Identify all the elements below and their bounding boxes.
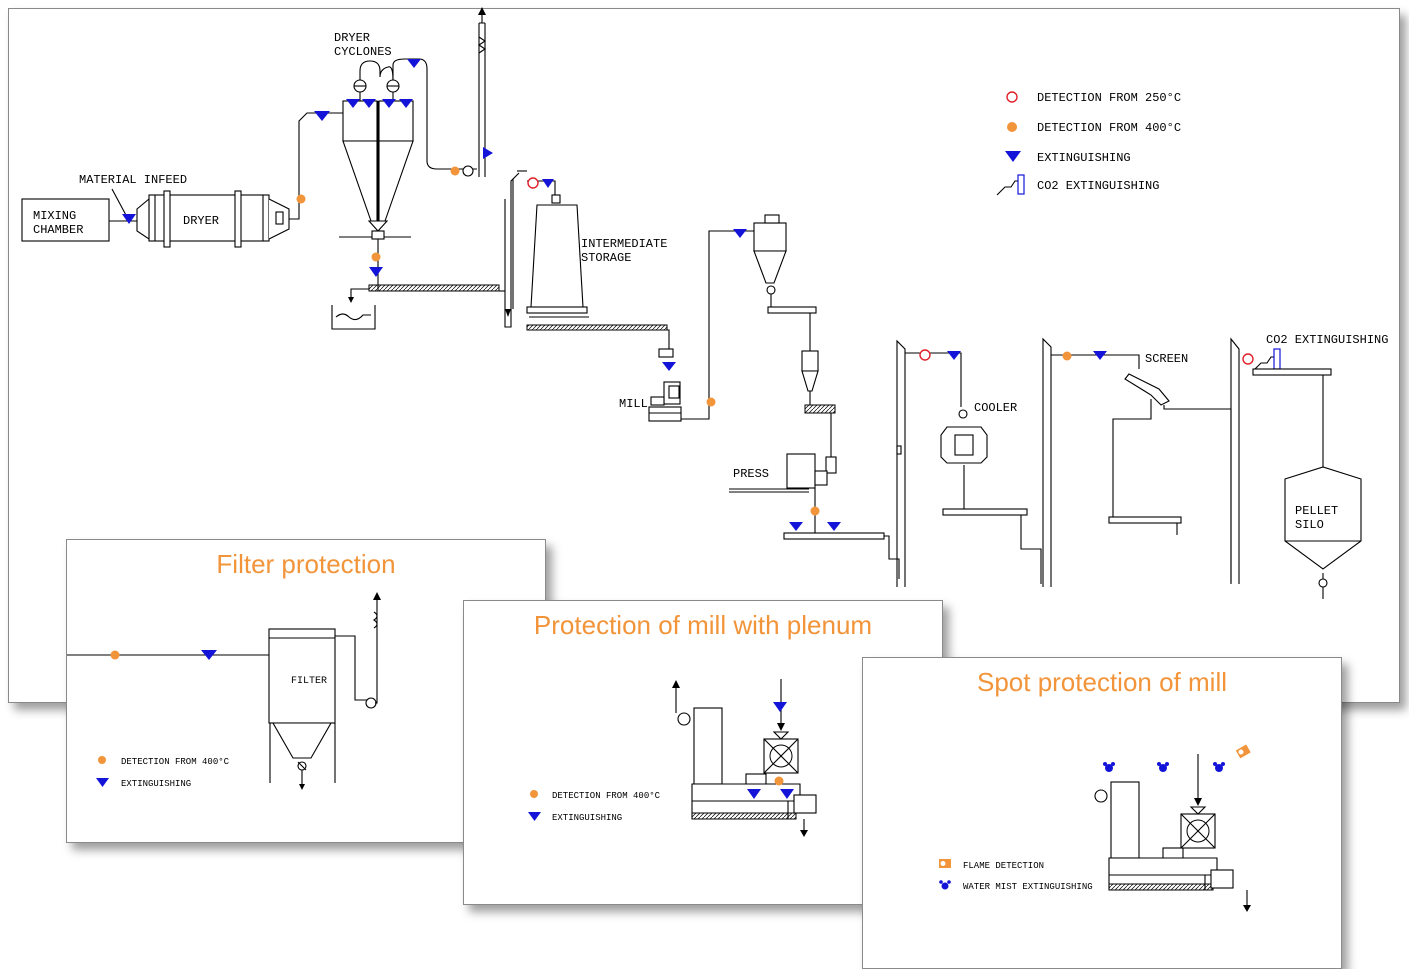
co2-extinguishing-label: CO2 EXTINGUISHING: [1266, 333, 1388, 347]
material-infeed-leader: [111, 188, 128, 218]
mill-label: MILL: [619, 397, 648, 411]
filter-label: FILTER: [291, 676, 327, 687]
dryer-label: DRYER: [183, 214, 219, 228]
detection-400-icon: [1007, 122, 1017, 132]
bucket-elevator-2: [896, 339, 906, 587]
dryer-cyclones-label: DRYER: [334, 31, 370, 45]
detection-250-icon: [1006, 91, 1018, 103]
material-infeed-label: MATERIAL INFEED: [79, 173, 187, 187]
legend-flame-detection: FLAME DETECTION: [963, 861, 1044, 871]
water-mist-nozzles: [1103, 762, 1225, 772]
extinguishing-symbol: [201, 650, 217, 660]
mill-plenum-title: Protection of mill with plenum: [533, 610, 873, 640]
screen-unit: [1124, 373, 1170, 406]
dryer-cyclones-label-2: CYCLONES: [334, 45, 392, 59]
extinguishing-symbol: [314, 111, 330, 121]
cooler-unit: [940, 409, 988, 509]
co2-bottle-icon: [1273, 348, 1281, 370]
legend-detection-400: DETECTION FROM 400°C: [1037, 121, 1181, 135]
dryer-drum: [136, 190, 290, 248]
detection-250-symbol: [527, 177, 539, 189]
legend-extinguishing: EXTINGUISHING: [1037, 151, 1131, 165]
legend-detection-400: DETECTION FROM 400°C: [121, 757, 230, 767]
extinguishing-symbol: [122, 214, 136, 224]
extinguishing-icon: [1005, 151, 1021, 162]
press-cyclone: [753, 214, 787, 309]
dryer-duct: [289, 112, 343, 220]
dryer-cyclones: [339, 58, 457, 291]
mixing-chamber-label: MIXING: [33, 209, 76, 223]
mill-plenum-diagram: DETECTION FROM 400°C EXTINGUISHING: [528, 679, 817, 837]
legend-water-mist: WATER MIST EXTINGUISHING: [963, 882, 1093, 892]
extinguishing-icon: [96, 778, 109, 787]
pellet-silo-label-2: SILO: [1295, 518, 1324, 532]
screw-conveyor: [526, 324, 668, 331]
conveyor: [783, 532, 885, 540]
bucket-elevator-3: [1042, 337, 1052, 587]
exhaust-fan: [365, 697, 377, 709]
detection-400-symbol: [110, 650, 120, 660]
co2-pipe-icon: [996, 180, 1021, 196]
legend-extinguishing: EXTINGUISHING: [552, 813, 622, 823]
mill-unit: [648, 381, 682, 422]
detection-400-icon: [98, 756, 106, 764]
flame-detector: [1235, 744, 1251, 759]
cooler-label: COOLER: [974, 401, 1017, 415]
detection-400-icon: [530, 790, 538, 798]
press-label: PRESS: [733, 467, 769, 481]
main-legend: DETECTION FROM 250°C DETECTION FROM 400°…: [996, 91, 1181, 196]
mill-assembly: [672, 679, 817, 837]
co2-bottle-icon: [1017, 174, 1025, 195]
extinguishing-symbol: [407, 59, 421, 68]
extinguishing-symbol: [780, 789, 794, 799]
process-diagram: MIXING CHAMBER MATERIAL INFEED DRYER DRY…: [21, 7, 1388, 599]
legend-detection-400: DETECTION FROM 400°C: [552, 791, 661, 801]
mixing-chamber-label-2: CHAMBER: [33, 223, 83, 237]
extinguishing-icon: [528, 812, 541, 821]
intermediate-storage-silo: [526, 204, 589, 318]
pellet-silo-label: PELLET: [1295, 504, 1338, 518]
filter-diagram: FILTER DETECTION FROM 400°C EXTINGUISHIN…: [67, 592, 381, 790]
mill-assembly: [1094, 754, 1251, 912]
screen-label: SCREEN: [1145, 352, 1188, 366]
legend-co2-extinguishing: CO2 EXTINGUISHING: [1037, 179, 1159, 193]
bucket-elevator-4: [1230, 337, 1240, 584]
mixing-chamber-box: [21, 198, 110, 242]
bucket-elevator: [504, 170, 527, 328]
spot-protection-diagram: FLAME DETECTION WATER MIST EXTINGUISHING: [939, 744, 1251, 912]
spot-protection-title: Spot protection of mill: [976, 667, 1227, 697]
exhaust-fan: [462, 165, 474, 177]
detection-400-symbol: [774, 776, 784, 786]
detection-400-symbol: [296, 194, 306, 204]
filter-protection-title: Filter protection: [216, 549, 396, 579]
legend-extinguishing: EXTINGUISHING: [121, 779, 191, 789]
intermediate-storage-label: INTERMEDIATE: [581, 237, 667, 251]
water-mist-icon: [939, 880, 951, 890]
pellet-silo: [1284, 466, 1362, 599]
waste-bin: [331, 305, 376, 330]
extinguishing-symbol: [747, 789, 761, 799]
intermediate-storage-label-2: STORAGE: [581, 251, 631, 265]
spot-protection-panel: Spot protection of mill: [862, 657, 1342, 969]
extinguishing-symbol: [773, 702, 787, 712]
conditioner: [801, 350, 837, 474]
filter-unit: [268, 628, 336, 790]
legend-detection-250: DETECTION FROM 250°C: [1037, 91, 1181, 105]
pellet-press: [729, 453, 828, 493]
